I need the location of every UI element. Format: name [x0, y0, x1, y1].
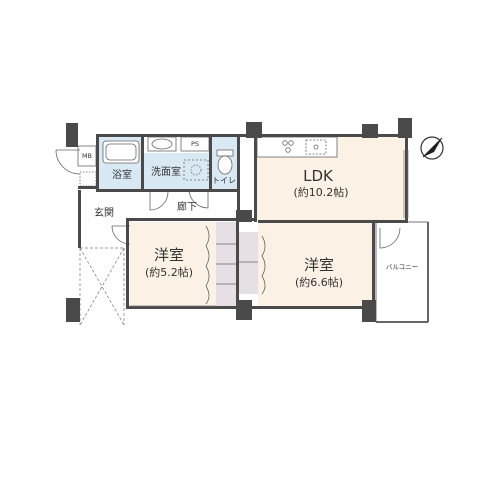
balcony-area — [375, 221, 429, 323]
washroom-label: 洗面室 — [151, 165, 181, 178]
entrance-porch — [79, 247, 125, 326]
western-room-1-floor — [130, 222, 216, 308]
ldk-label: LDK — [303, 167, 334, 185]
walls — [66, 118, 412, 322]
western-room-2-floor — [258, 222, 374, 308]
stove-burner — [282, 140, 288, 146]
western-room-2-label: 洋室 — [304, 256, 334, 274]
closet-doors — [205, 225, 266, 305]
column — [66, 123, 78, 147]
entrance-label: 玄関 — [94, 206, 114, 219]
balcony-label: バルコニー — [386, 263, 418, 271]
washing-machine-pan — [183, 159, 209, 181]
ldk-area: (約10.2帖) — [293, 185, 348, 199]
kitchen — [256, 136, 338, 158]
toilet-label: トイレ — [212, 176, 236, 185]
bathroom-label: 浴室 — [112, 168, 132, 181]
pipe-space-label: PS — [191, 140, 199, 148]
corridor-label: 廊下 — [177, 200, 197, 213]
toilet-tank — [216, 149, 234, 157]
western-room-2-area: (約6.6帖) — [295, 275, 343, 289]
labels: LDK (約10.2帖) 洋室 (約5.2帖) 洋室 (約6.6帖) 浴室 洗面… — [82, 140, 418, 289]
western-room-1-area: (約5.2帖) — [145, 265, 193, 279]
western-room-1-label: 洋室 — [154, 246, 184, 264]
meter-box-label: MB — [82, 152, 92, 160]
fixtures — [102, 136, 234, 181]
north-arrow-compass-icon — [420, 136, 444, 160]
closet-2 — [238, 232, 258, 294]
toilet-bowl — [217, 155, 233, 175]
windows — [130, 150, 409, 307]
kitchen-sink — [305, 139, 327, 155]
